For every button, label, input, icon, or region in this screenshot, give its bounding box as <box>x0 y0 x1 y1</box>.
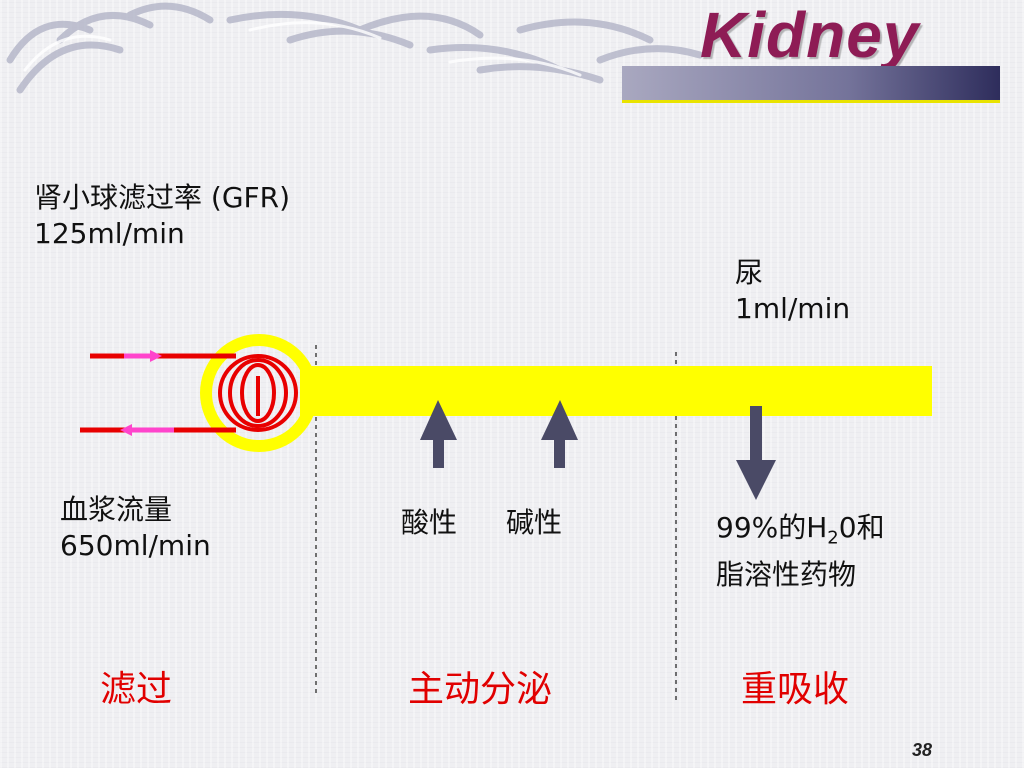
reabsorption-arrow <box>736 406 776 500</box>
filtration-label: 滤过 <box>100 669 173 710</box>
gfr-label: 肾小球滤过率 (GFR) 125ml/min <box>34 180 290 252</box>
urine-rate: 1ml/min <box>735 292 851 325</box>
secretion-arrow-acidic <box>420 400 457 468</box>
plasma-flow-rate: 650ml/min <box>60 529 211 562</box>
glomerulus <box>218 354 298 432</box>
reabsorption-line-2: 脂溶性药物 <box>716 557 857 591</box>
reabsorption-label: 重吸收 <box>741 669 850 710</box>
secretion-arrow-basic <box>541 400 578 468</box>
acidic-label: 酸性 <box>401 506 458 539</box>
renal-tubule <box>300 366 932 416</box>
secretion-label: 主动分泌 <box>408 669 553 710</box>
plasma-flow-name: 血浆流量 <box>60 493 173 526</box>
urine-label: 尿 1ml/min <box>735 255 850 327</box>
page-number: 38 <box>912 740 933 760</box>
slide-title: Kidney <box>700 0 920 71</box>
title-accent-bar <box>622 66 1000 103</box>
gfr-rate: 125ml/min <box>34 217 185 250</box>
reabsorption-line-1: 99%的H20和 <box>716 511 885 549</box>
basic-label: 碱性 <box>506 506 563 539</box>
plasma-flow-label: 血浆流量 650ml/min <box>60 492 211 564</box>
urine-name: 尿 <box>735 256 764 289</box>
reabsorption-substances-label: 99%的H20和 脂溶性药物 <box>716 510 885 593</box>
bowman-capsule <box>200 334 318 452</box>
gfr-name: 肾小球滤过率 (GFR) <box>34 181 291 214</box>
